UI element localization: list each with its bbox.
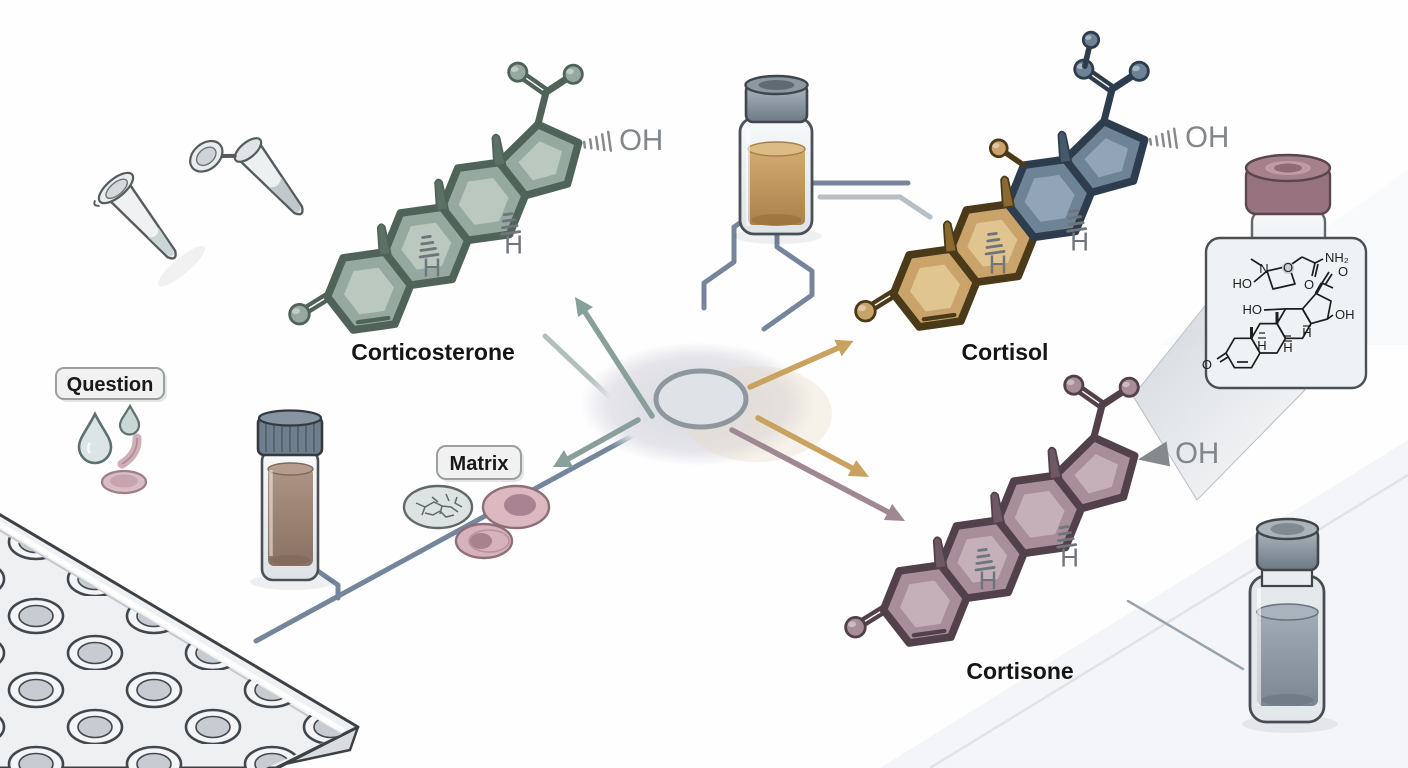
molecule-cortisol: OH H H <box>854 30 1229 331</box>
microtube-closed <box>93 171 206 287</box>
pathway-arrows <box>553 297 905 521</box>
oh-label: OH <box>1185 121 1229 154</box>
question-label: Question <box>67 374 154 396</box>
structure-inset: O N NH₂ O O HO HO OH H H H O <box>1202 236 1368 390</box>
inset-o-ring: O <box>1283 260 1293 275</box>
inset-h3: H <box>1302 325 1311 340</box>
matrix-box <box>436 445 522 480</box>
vial-brown-screwcap <box>250 409 334 590</box>
inset-ho-top: HO <box>1233 276 1253 291</box>
microtube-open <box>189 137 304 216</box>
molecule-cortisone: OH H H <box>844 374 1219 647</box>
inset-skeletal-structure <box>1216 256 1334 369</box>
question-group: Question <box>55 367 167 495</box>
h-label: H <box>1070 229 1089 257</box>
inset-nh2: NH₂ <box>1325 250 1349 265</box>
arrow-to-corticosterone <box>575 297 655 419</box>
inset-oh-right: OH <box>1335 307 1355 322</box>
inset-ho-left: HO <box>1243 302 1263 317</box>
matrix-label: Matrix <box>450 453 509 475</box>
droplet-small <box>118 403 141 436</box>
oh-label: OH <box>619 124 663 157</box>
question-box <box>55 367 165 400</box>
cortisone-label: Cortisone <box>966 658 1073 684</box>
inset-h1: H <box>1257 338 1266 353</box>
microplate-96-well <box>0 513 360 768</box>
vial-amber-crimp <box>734 74 822 244</box>
droplet-large <box>77 411 113 465</box>
inset-o-ester: O <box>1338 264 1348 279</box>
h-label: H <box>1060 545 1079 573</box>
h-label: H <box>423 254 442 282</box>
h-label: H <box>989 251 1008 279</box>
central-hub <box>580 342 832 466</box>
vial-clear-crimp <box>1242 517 1338 733</box>
tissue-fragment <box>402 484 474 530</box>
arrow-down-left <box>553 417 641 467</box>
corticosterone-label: Corticosterone <box>351 339 515 365</box>
arrow-gold-down-right <box>755 415 869 477</box>
matrix-group: Matrix <box>402 445 551 560</box>
tissue-cracks <box>415 493 463 518</box>
inset-h2: H <box>1283 340 1292 355</box>
h-label: H <box>504 232 523 260</box>
cortisol-label: Cortisol <box>962 339 1049 365</box>
oh-label: OH <box>1175 437 1219 470</box>
inset-n: N <box>1259 261 1268 276</box>
h-label: H <box>979 567 998 595</box>
hub-ring <box>653 368 749 430</box>
inset-o-ketone: O <box>1202 357 1212 372</box>
molecule-corticosterone: OH H H <box>288 61 663 334</box>
arrow-to-cortisone <box>729 427 905 521</box>
inset-o-amide: O <box>1304 277 1314 292</box>
arrow-to-cortisol <box>747 339 854 390</box>
